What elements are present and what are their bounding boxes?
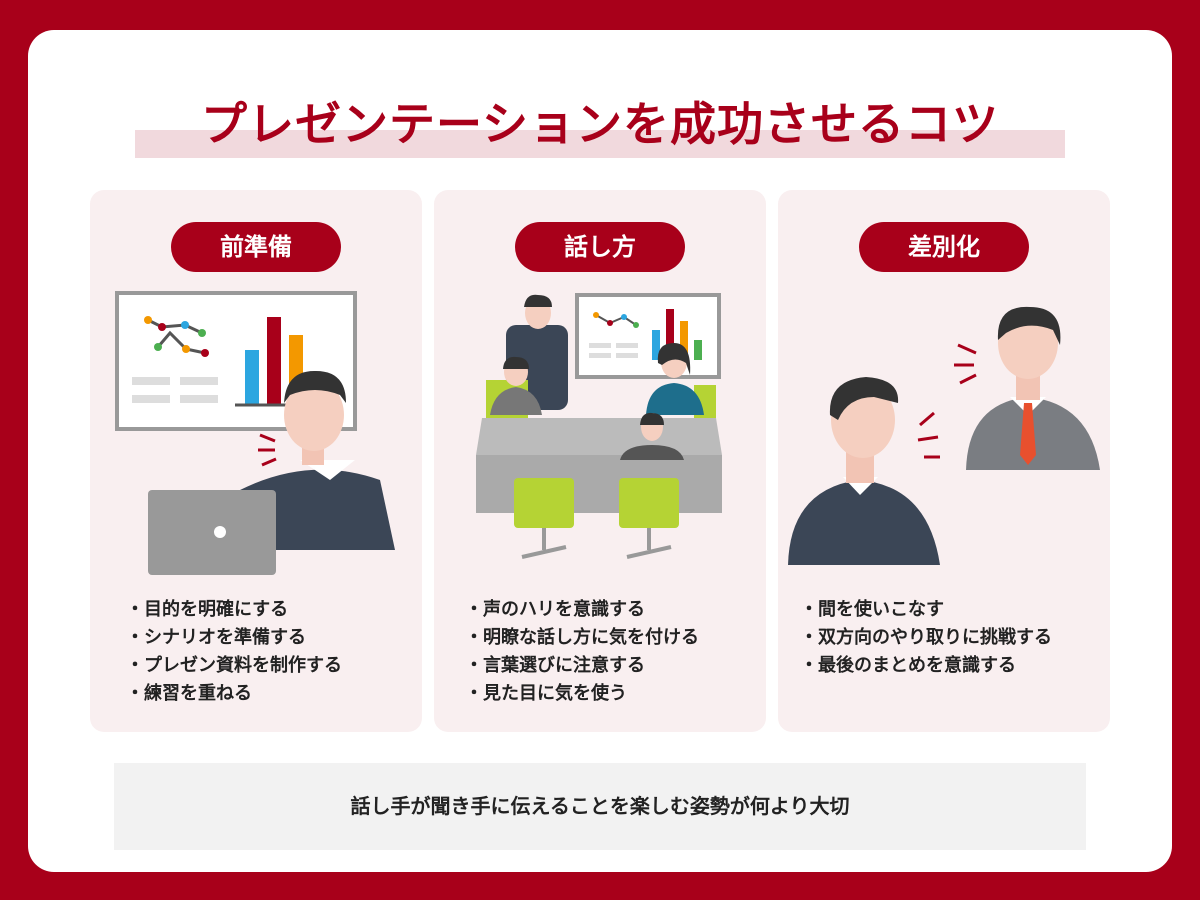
card-label: 前準備 <box>171 222 341 272</box>
conversation-illustration <box>788 306 1100 565</box>
card-label: 話し方 <box>515 222 685 272</box>
card-differentiation: 差別化 間を使いこなす 双方向のやり取りに挑戦する 最後のまとめを意識する <box>778 190 1110 732</box>
tips-list: 声のハリを意識する 明瞭な話し方に気を付ける 言葉選びに注意する 見た目に気を使… <box>479 596 699 708</box>
list-item: 言葉選びに注意する <box>479 652 699 680</box>
presenter-laptop-illustration <box>115 291 395 575</box>
list-item: 目的を明確にする <box>140 596 342 624</box>
list-item: 間を使いこなす <box>814 596 1052 624</box>
meeting-illustration <box>476 293 722 559</box>
list-item: シナリオを準備する <box>140 624 342 652</box>
list-item: 最後のまとめを意識する <box>814 652 1052 680</box>
card-speaking: 話し方 声のハリを意識する 明瞭な話し方に気を付ける 言葉選びに注意する 見た目… <box>434 190 766 732</box>
title-highlight <box>135 130 1065 158</box>
card-preparation: 前準備 目的を明確にする シナリオを準備する プレゼン資料を制作する 練習を重ね… <box>90 190 422 732</box>
list-item: プレゼン資料を制作する <box>140 652 342 680</box>
tips-list: 間を使いこなす 双方向のやり取りに挑戦する 最後のまとめを意識する <box>814 596 1052 680</box>
tips-list: 目的を明確にする シナリオを準備する プレゼン資料を制作する 練習を重ねる <box>140 596 342 708</box>
list-item: 声のハリを意識する <box>479 596 699 624</box>
list-item: 練習を重ねる <box>140 680 342 708</box>
list-item: 見た目に気を使う <box>479 680 699 708</box>
list-item: 双方向のやり取りに挑戦する <box>814 624 1052 652</box>
summary-banner: 話し手が聞き手に伝えることを楽しむ姿勢が何より大切 <box>114 763 1086 850</box>
list-item: 明瞭な話し方に気を付ける <box>479 624 699 652</box>
card-label: 差別化 <box>859 222 1029 272</box>
page-title: プレゼンテーションを成功させるコツ <box>200 97 1000 151</box>
